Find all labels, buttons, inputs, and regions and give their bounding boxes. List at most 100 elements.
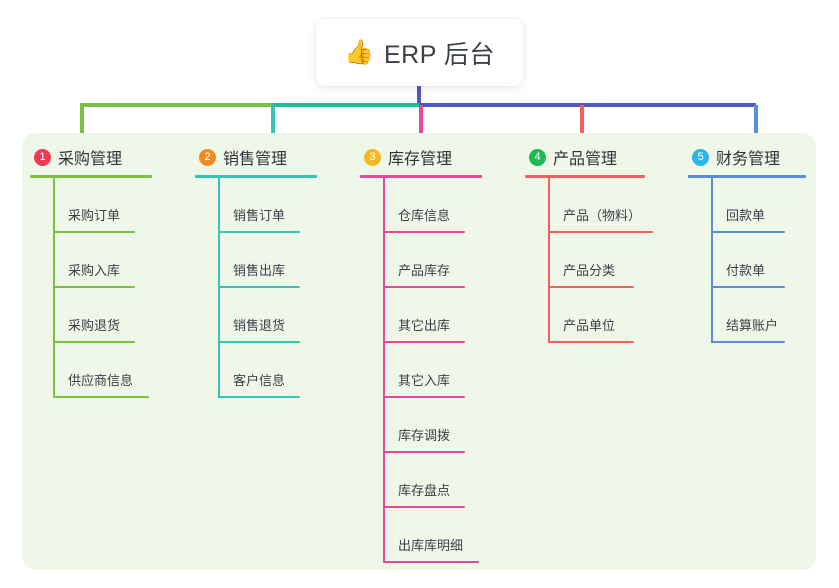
branch-item-label: 销售出库 (233, 263, 286, 278)
branch-item-underline (383, 231, 465, 233)
branch-item-underline (383, 286, 465, 288)
branch-item-underline (548, 341, 634, 343)
branch-item[interactable]: 供应商信息 (30, 343, 195, 398)
branch-item-list: 仓库信息产品库存其它出库其它入库库存调拨库存盘点出库库明细 (360, 178, 530, 563)
drop-connector-3 (419, 105, 423, 146)
branch-item[interactable]: 其它入库 (360, 343, 530, 398)
branch-title: 采购管理 (58, 151, 123, 168)
branch-item-underline (53, 231, 135, 233)
branch-item-underline (711, 231, 785, 233)
branch-spine (711, 178, 713, 343)
branch-item-label: 产品单位 (563, 318, 616, 333)
branch-number-badge: 1 (34, 148, 51, 166)
branch-item-underline (53, 341, 135, 343)
branch-number-badge: 4 (529, 148, 546, 166)
branch-item-underline (383, 561, 479, 563)
branch-item-underline (218, 286, 300, 288)
branch-spine (53, 178, 55, 398)
bus-segment (419, 103, 756, 107)
drop-connector-5 (754, 105, 758, 146)
branch-item-underline (218, 396, 300, 398)
branch-item-underline (711, 341, 785, 343)
bus-segment (271, 103, 419, 107)
branch-item[interactable]: 产品分类 (525, 233, 690, 288)
branch-item[interactable]: 采购入库 (30, 233, 195, 288)
branch-item-label: 采购退货 (68, 318, 121, 333)
branch-header-1[interactable]: 1 采购管理 (30, 144, 195, 170)
branch-item[interactable]: 销售出库 (195, 233, 360, 288)
branch-number-badge: 2 (199, 148, 216, 166)
branch-item[interactable]: 出库库明细 (360, 508, 530, 563)
branch-header-underline (525, 175, 645, 178)
branch-item[interactable]: 销售退货 (195, 288, 360, 343)
branch-header-3[interactable]: 3 库存管理 (360, 144, 530, 170)
thumbs-up-icon: 👍 (344, 38, 374, 66)
branch-item[interactable]: 产品（物料） (525, 178, 690, 233)
branch-header-underline (30, 175, 152, 178)
branch-item-underline (548, 286, 634, 288)
branch-item-underline (53, 286, 135, 288)
branch-column-4: 4 产品管理产品（物料） 产品分类产品单位 (525, 144, 690, 343)
branch-item-label: 付款单 (726, 263, 766, 278)
branch-item-list: 采购订单采购入库采购退货供应商信息 (30, 178, 195, 398)
branch-item-underline (218, 341, 300, 343)
branch-item-underline (218, 231, 300, 233)
branch-item-label: 其它入库 (398, 373, 451, 388)
branch-item[interactable]: 库存盘点 (360, 453, 530, 508)
branch-item[interactable]: 其它出库 (360, 288, 530, 343)
branch-header-underline (360, 175, 482, 178)
root-stem-connector (417, 86, 421, 105)
branch-item-underline (383, 506, 465, 508)
branch-item-label: 采购入库 (68, 263, 121, 278)
branch-item[interactable]: 库存调拨 (360, 398, 530, 453)
branch-spine (383, 178, 385, 563)
branch-item-underline (711, 286, 785, 288)
branch-item-label: 出库库明细 (398, 538, 464, 553)
branch-item[interactable]: 付款单 (688, 233, 839, 288)
branch-title: 销售管理 (223, 151, 288, 168)
branch-item-underline (383, 451, 465, 453)
branch-header-2[interactable]: 2 销售管理 (195, 144, 360, 170)
branch-header-4[interactable]: 4 产品管理 (525, 144, 690, 170)
branch-item[interactable]: 结算账户 (688, 288, 839, 343)
branch-item-label: 产品分类 (563, 263, 616, 278)
branch-item-label: 产品库存 (398, 263, 451, 278)
branch-spine (548, 178, 550, 343)
branch-item[interactable]: 回款单 (688, 178, 839, 233)
branch-item-label: 其它出库 (398, 318, 451, 333)
branch-item[interactable]: 采购退货 (30, 288, 195, 343)
branch-title: 库存管理 (388, 151, 453, 168)
branch-column-2: 2 销售管理销售订单销售出库销售退货客户信息 (195, 144, 360, 398)
drop-connector-2 (271, 105, 275, 146)
branch-item[interactable]: 仓库信息 (360, 178, 530, 233)
horizontal-bus-connector (80, 103, 756, 107)
bus-segment (80, 103, 271, 107)
branch-item-label: 产品（物料） (563, 208, 642, 223)
branch-item-label: 供应商信息 (68, 373, 134, 388)
root-node-erp-backend[interactable]: 👍 ERP 后台 (316, 19, 523, 86)
drop-connector-4 (580, 105, 584, 146)
branch-item-list: 产品（物料） 产品分类产品单位 (525, 178, 690, 343)
branch-title: 产品管理 (553, 151, 618, 168)
branch-column-3: 3 库存管理仓库信息产品库存其它出库其它入库库存调拨库存盘点出库库明细 (360, 144, 530, 563)
branch-item[interactable]: 产品单位 (525, 288, 690, 343)
branch-item-underline (383, 396, 465, 398)
branch-item[interactable]: 客户信息 (195, 343, 360, 398)
branch-item[interactable]: 销售订单 (195, 178, 360, 233)
branch-item-label: 销售退货 (233, 318, 286, 333)
branch-item[interactable]: 采购订单 (30, 178, 195, 233)
branch-number-badge: 5 (692, 148, 709, 166)
drop-connector-1 (80, 105, 84, 146)
branch-item-label: 库存调拨 (398, 428, 451, 443)
branch-item-label: 采购订单 (68, 208, 121, 223)
content-panel (22, 133, 816, 570)
branch-item-list: 回款单付款单结算账户 (688, 178, 839, 343)
branch-number-badge: 3 (364, 148, 381, 166)
branch-item-label: 结算账户 (726, 318, 779, 333)
branch-item-underline (53, 396, 149, 398)
branch-item-label: 客户信息 (233, 373, 286, 388)
branch-item[interactable]: 产品库存 (360, 233, 530, 288)
